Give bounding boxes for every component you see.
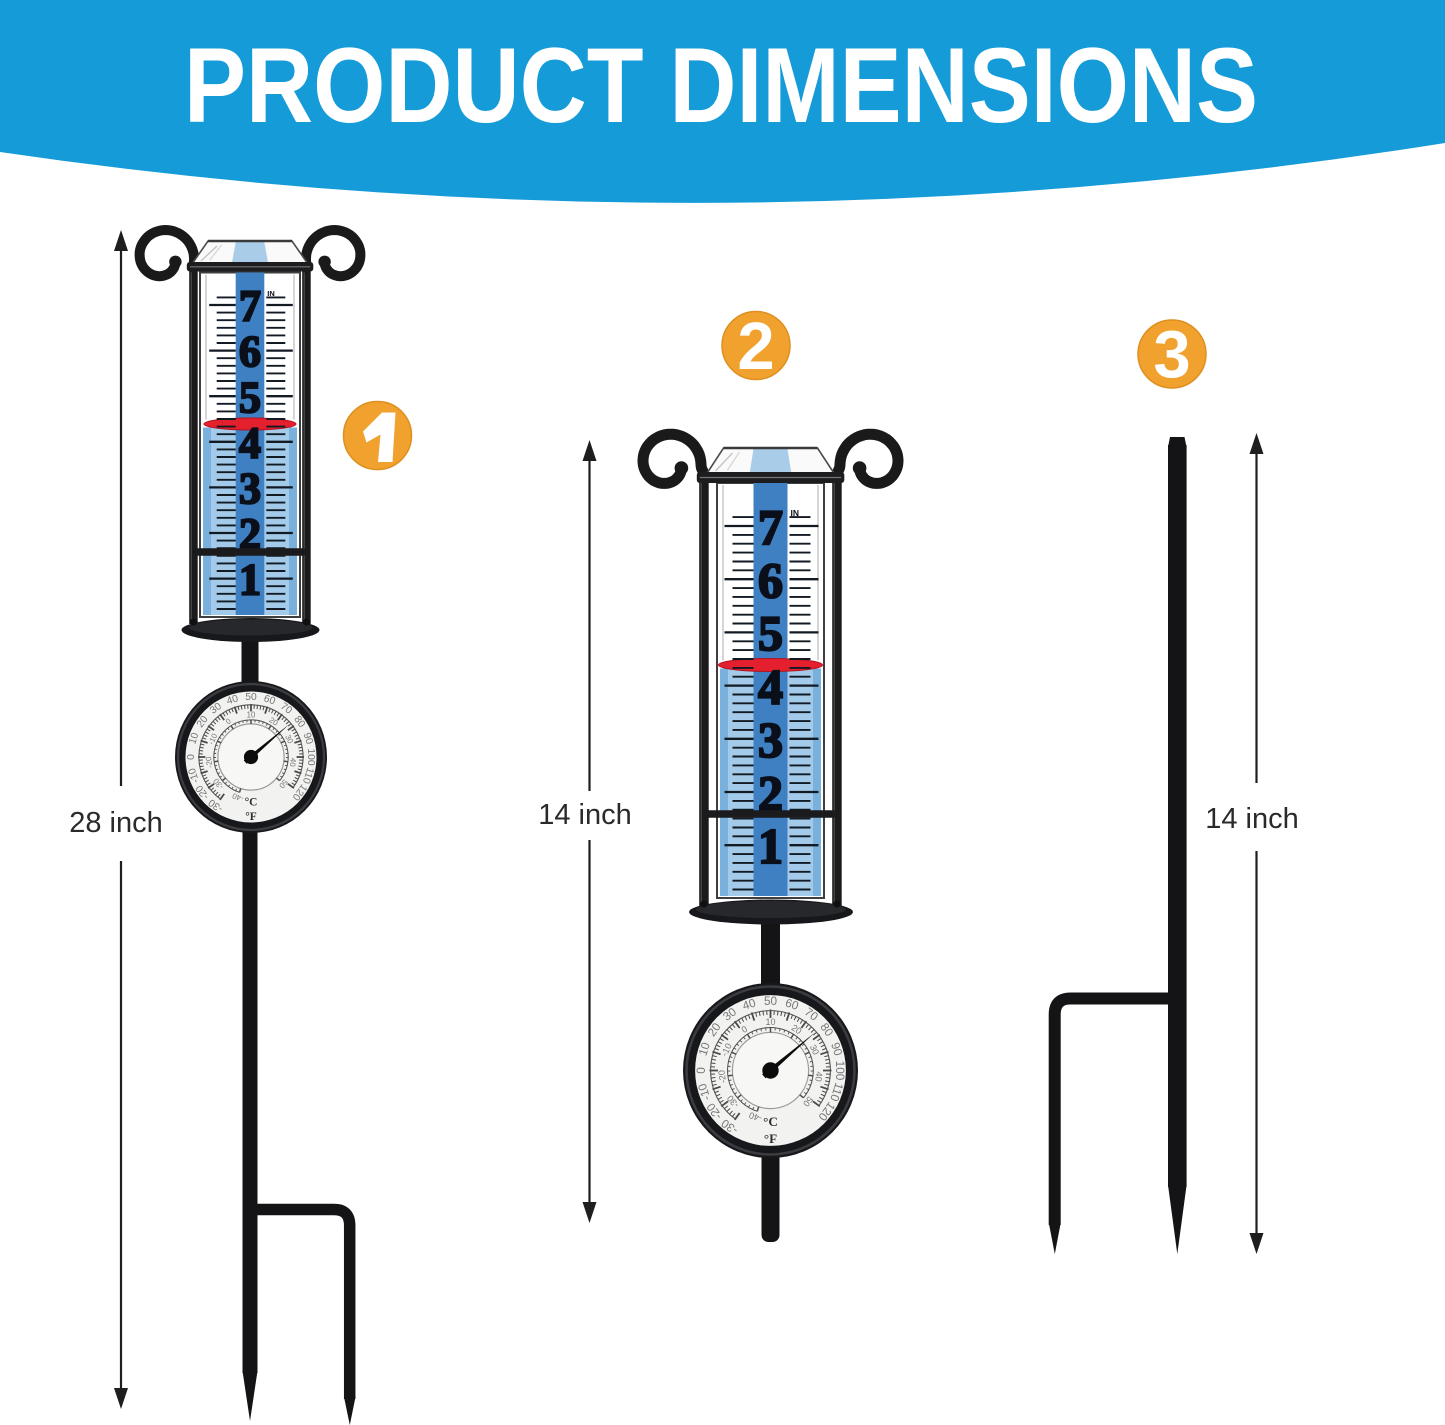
- svg-text:14 inch: 14 inch: [1205, 803, 1299, 835]
- svg-text:IN: IN: [267, 289, 275, 298]
- svg-text:5: 5: [239, 373, 261, 422]
- svg-text:90: 90: [828, 1041, 846, 1058]
- svg-text:-20: -20: [716, 1070, 728, 1084]
- svg-text:°F: °F: [764, 1131, 777, 1146]
- svg-text:10: 10: [696, 1040, 714, 1057]
- svg-text:4: 4: [758, 658, 783, 714]
- svg-text:10: 10: [187, 731, 201, 746]
- svg-text:110: 110: [300, 766, 316, 785]
- svg-text:60: 60: [784, 996, 801, 1014]
- svg-text:40: 40: [741, 995, 758, 1013]
- svg-text:°C: °C: [245, 796, 258, 808]
- svg-text:-10: -10: [187, 766, 202, 784]
- svg-text:1: 1: [239, 555, 261, 604]
- svg-text:110: 110: [827, 1081, 846, 1104]
- svg-text:50: 50: [764, 994, 778, 1008]
- svg-text:-40: -40: [748, 1110, 763, 1124]
- svg-text:4: 4: [239, 418, 261, 467]
- svg-text:3: 3: [758, 712, 783, 768]
- svg-text:60: 60: [262, 693, 277, 707]
- svg-text:0: 0: [740, 1024, 750, 1035]
- svg-text:°F: °F: [245, 811, 257, 823]
- svg-text:3: 3: [239, 464, 261, 513]
- svg-text:10: 10: [247, 710, 256, 719]
- svg-text:100: 100: [305, 748, 316, 765]
- svg-text:50: 50: [245, 692, 257, 703]
- svg-text:6: 6: [239, 327, 261, 376]
- svg-text:10: 10: [765, 1017, 775, 1027]
- svg-text:-10: -10: [719, 1042, 734, 1058]
- svg-text:-40: -40: [231, 791, 245, 803]
- svg-text:6: 6: [758, 552, 783, 608]
- svg-text:2: 2: [737, 309, 774, 384]
- svg-text:0: 0: [186, 754, 197, 760]
- svg-text:0: 0: [224, 716, 233, 726]
- svg-text:1: 1: [758, 818, 783, 874]
- svg-text:-20: -20: [204, 755, 214, 768]
- svg-text:50: 50: [801, 1094, 815, 1108]
- svg-text:14 inch: 14 inch: [538, 799, 632, 831]
- svg-text:20: 20: [790, 1022, 804, 1036]
- svg-text:90: 90: [301, 731, 315, 746]
- svg-text:IN: IN: [791, 508, 800, 518]
- svg-text:5: 5: [758, 605, 783, 661]
- svg-text:°C: °C: [763, 1114, 778, 1129]
- svg-text:7: 7: [758, 499, 783, 555]
- svg-text:7: 7: [239, 282, 261, 331]
- svg-text:0: 0: [694, 1067, 708, 1074]
- svg-text:PRODUCT DIMENSIONS: PRODUCT DIMENSIONS: [184, 25, 1258, 145]
- svg-text:40: 40: [288, 757, 298, 767]
- svg-text:100: 100: [833, 1061, 847, 1081]
- svg-text:28 inch: 28 inch: [69, 807, 163, 839]
- svg-text:-10: -10: [695, 1081, 714, 1102]
- svg-text:40: 40: [813, 1071, 824, 1082]
- svg-text:3: 3: [1153, 318, 1190, 393]
- svg-text:30: 30: [808, 1043, 821, 1056]
- svg-text:40: 40: [225, 693, 240, 707]
